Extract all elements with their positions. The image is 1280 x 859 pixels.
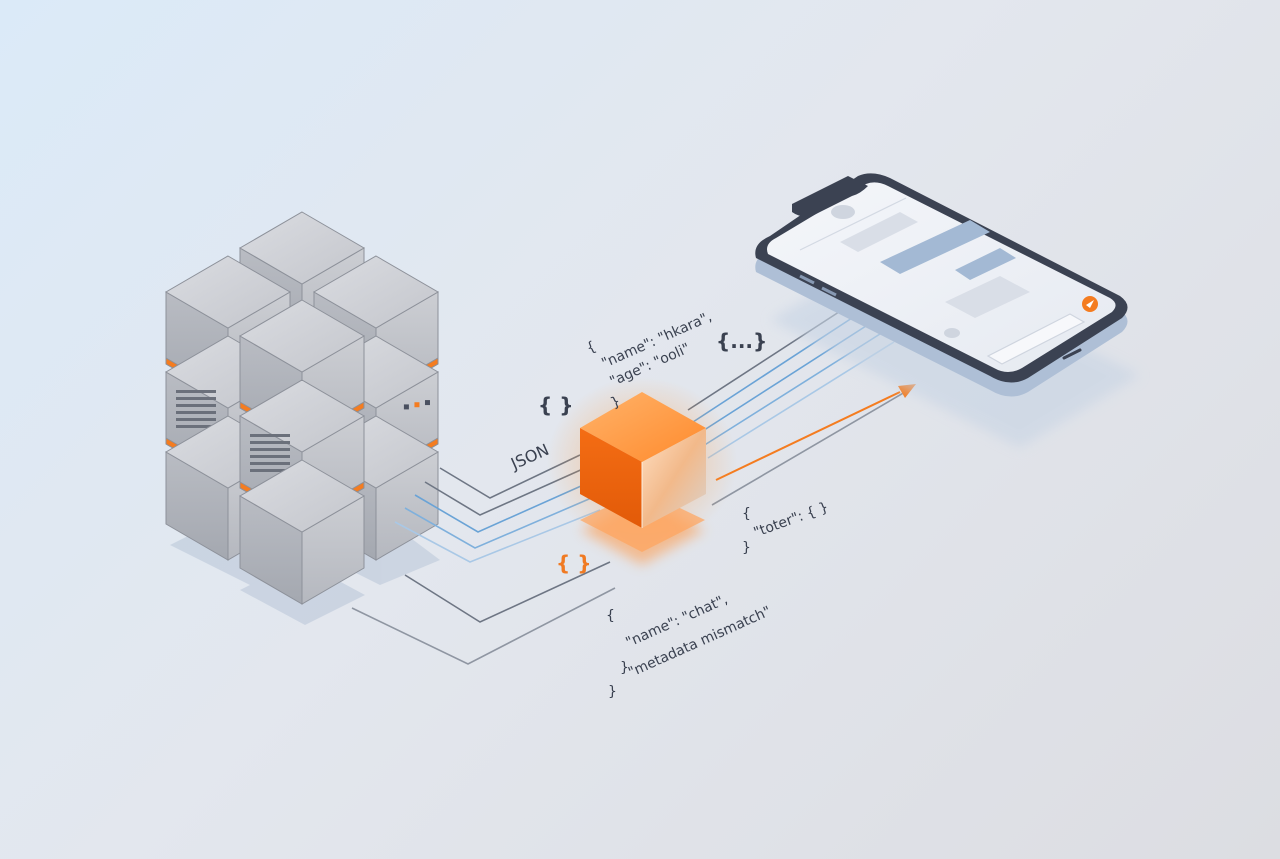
snippet-right-line1: "toter": { } bbox=[752, 499, 831, 541]
flow-arrow bbox=[715, 384, 916, 481]
json-label: JSON bbox=[507, 440, 552, 474]
brace-right-label: {...} bbox=[716, 329, 767, 353]
server-vent bbox=[176, 397, 216, 400]
server-vent bbox=[176, 390, 216, 393]
snippet-right-close: } bbox=[742, 540, 751, 556]
snippet-bottom-close1: } bbox=[620, 660, 629, 676]
server-cube-top bbox=[239, 459, 365, 533]
server-vent bbox=[250, 469, 290, 472]
chat-bubble bbox=[880, 220, 990, 274]
server-vent bbox=[250, 441, 290, 444]
server-cube-top bbox=[165, 255, 291, 329]
brace-top-label: { } bbox=[538, 393, 573, 417]
chat-bubble bbox=[945, 276, 1030, 318]
server-vent bbox=[250, 462, 290, 465]
server-vent bbox=[250, 448, 290, 451]
home-indicator bbox=[1062, 348, 1082, 360]
server-vent bbox=[176, 404, 216, 407]
snippet-bottom: { "name": "chat", "metadata mismatch" } … bbox=[606, 592, 773, 700]
phone-screen bbox=[767, 182, 1116, 372]
server-vent bbox=[250, 455, 290, 458]
server-vent bbox=[176, 411, 216, 414]
server-led bbox=[424, 400, 430, 406]
server-led bbox=[414, 402, 420, 408]
snippet-right-open: { bbox=[742, 506, 751, 522]
server-stack bbox=[165, 211, 439, 605]
chat-thread bbox=[840, 212, 1030, 338]
cube-left-face bbox=[580, 428, 642, 528]
server-vent bbox=[250, 434, 290, 437]
snippet-bottom-open: { bbox=[606, 608, 615, 624]
chat-bubble bbox=[840, 212, 918, 252]
server-led bbox=[403, 404, 409, 410]
chat-bubble bbox=[955, 248, 1016, 280]
snippet-top-open: { bbox=[584, 338, 599, 356]
message-input[interactable] bbox=[986, 313, 1086, 365]
send-icon[interactable] bbox=[1082, 296, 1098, 312]
cube-top-face bbox=[580, 392, 706, 462]
phone-side-button bbox=[821, 286, 837, 297]
cube-right-face bbox=[642, 428, 706, 528]
server-cube-top bbox=[313, 255, 439, 329]
chat-avatar bbox=[944, 328, 960, 338]
server-vent bbox=[176, 418, 216, 421]
server-cube-top bbox=[239, 299, 365, 373]
brace-orange-label: { } bbox=[556, 551, 591, 575]
server-vent bbox=[176, 425, 216, 428]
chat-avatar bbox=[831, 205, 855, 219]
transform-cube bbox=[547, 377, 737, 565]
snippet-bottom-close2: } bbox=[608, 684, 617, 700]
server-cube-top bbox=[239, 211, 365, 285]
snippet-right: { "toter": { } } bbox=[742, 499, 831, 556]
phone-side-button bbox=[799, 274, 815, 285]
phone bbox=[755, 173, 1140, 448]
phone-notch bbox=[792, 176, 868, 217]
